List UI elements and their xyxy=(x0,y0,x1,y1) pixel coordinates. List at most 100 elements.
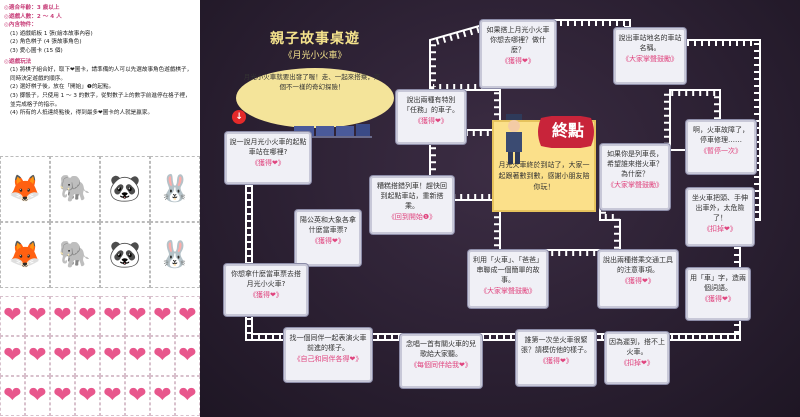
game-piece[interactable]: 🦊 xyxy=(0,156,50,222)
heart-card[interactable]: ❤ xyxy=(50,376,75,416)
heart-card[interactable]: ❤ xyxy=(25,336,50,376)
square-text: 說出兩種搭乘交通工具的注意事項。 xyxy=(603,256,673,274)
heart-card[interactable]: ❤ xyxy=(25,296,50,336)
square-text: 因為遲到，搭不上火車。 xyxy=(609,338,665,356)
game-piece[interactable]: 🦊 xyxy=(0,222,50,288)
board-square[interactable]: 糟糕搭錯列車！趕快回到起點車站，重新搭乘。 《回到開始❶》 xyxy=(370,176,454,234)
square-text: 如果搭上月光小火車你想去哪裡？做什麼？ xyxy=(486,26,550,54)
heart-card[interactable]: ❤ xyxy=(175,336,200,376)
board-square[interactable]: 坐火車把頭、手伸出車外，太危險了！ 《扣掉❤》 xyxy=(686,188,754,246)
board-square[interactable]: 說出兩種有特別「任務」的車子。 《獲得❤》 xyxy=(396,90,466,144)
square-action: 《暫停一次》 xyxy=(700,147,742,155)
heart-icon: ❤ xyxy=(153,383,172,408)
heart-icon: ❤ xyxy=(53,383,72,408)
square-action: 《自己和同伴各得❤》 xyxy=(293,355,363,363)
square-action: 《獲得❤》 xyxy=(621,277,655,285)
heart-card[interactable]: ❤ xyxy=(0,376,25,416)
rules-how-item: (2) 選好棋子後，放在「開始」❶的起點。 xyxy=(10,84,115,91)
square-action: 《扣掉❤》 xyxy=(703,225,737,233)
heart-icon: ❤ xyxy=(128,383,147,408)
game-piece[interactable]: 🐰 xyxy=(150,156,200,222)
rules-players: ◎遊戲人數：2 ～ 4 人 xyxy=(4,13,62,20)
board-square[interactable]: 如果搭上月光小火車你想去哪裡？做什麼？ 《獲得❤》 xyxy=(480,20,556,88)
board-square[interactable]: 因為遲到，搭不上火車。 《扣掉❤》 xyxy=(605,332,669,384)
square-text: 利用「火車」、「爸爸」串聯成一個簡單的故事。 xyxy=(473,256,543,284)
heart-cards: ❤❤❤❤❤❤❤❤❤❤❤❤❤❤❤❤❤❤❤❤❤❤❤❤ xyxy=(0,296,200,417)
heart-icon: ❤ xyxy=(3,383,22,408)
fox-icon: 🦊 xyxy=(8,240,42,270)
heart-card[interactable]: ❤ xyxy=(150,376,175,416)
board-square[interactable]: 啊，火車故障了，停車修理…… 《暫停一次》 xyxy=(686,120,756,174)
square-text: 誰第一次坐火車很緊張？請模仿他的樣子。 xyxy=(521,336,591,354)
board-square[interactable]: 說出兩種搭乘交通工具的注意事項。 《獲得❤》 xyxy=(598,250,678,308)
heart-card[interactable]: ❤ xyxy=(125,336,150,376)
square-text: 說一說月光小火車的起點車站在哪裡? xyxy=(229,138,307,156)
square-text: 念唱一首有關火車的兒歌給大家聽。 xyxy=(406,340,476,358)
heart-card[interactable]: ❤ xyxy=(100,336,125,376)
heart-card[interactable]: ❤ xyxy=(50,296,75,336)
heart-icon: ❤ xyxy=(78,343,97,368)
end-label: 終點 xyxy=(551,121,584,140)
heart-icon: ❤ xyxy=(28,383,47,408)
elephant-icon: 🐘 xyxy=(58,240,92,270)
heart-card[interactable]: ❤ xyxy=(175,296,200,336)
heart-icon: ❤ xyxy=(178,343,197,368)
heart-icon: ❤ xyxy=(78,303,97,328)
train-icon xyxy=(292,124,372,138)
heart-card[interactable]: ❤ xyxy=(75,376,100,416)
heart-card[interactable]: ❤ xyxy=(150,296,175,336)
game-piece[interactable]: 🐘 xyxy=(50,156,100,222)
square-action: 《獲得❤》 xyxy=(311,237,345,245)
square-action: 《大家掌聲鼓勵》 xyxy=(607,181,663,189)
rules-panel: ◎適合年齡：3 歲以上 ◎遊戲人數：2 ～ 4 人 ◎內含物件： (1) 遊戲紙… xyxy=(0,0,200,417)
heart-card[interactable]: ❤ xyxy=(175,376,200,416)
square-text: 啊，火車故障了，停車修理…… xyxy=(693,126,749,144)
heart-icon: ❤ xyxy=(153,303,172,328)
square-action: 《回到開始❶》 xyxy=(387,213,437,221)
board-square[interactable]: 找一個同伴一起表演火車前進的樣子。 《自己和同伴各得❤》 xyxy=(284,328,372,382)
heart-icon: ❤ xyxy=(103,343,122,368)
rules-how-item: (3) 擲骰子，只使用 1 ～ 3 的數字，從對數子上的數字前進停在格子裡，並完… xyxy=(10,92,191,108)
heart-card[interactable]: ❤ xyxy=(125,296,150,336)
board-square[interactable]: 利用「火車」、「爸爸」串聯成一個簡單的故事。 《大家掌聲鼓勵》 xyxy=(468,250,548,308)
board-square[interactable]: 說出車站地名的車站名稱。 《大家掌聲鼓勵》 xyxy=(614,28,686,84)
board-square[interactable]: 你想拿什麼當車票去搭月光小火車? 《獲得❤》 xyxy=(224,264,308,316)
square-action: 《每個同伴給我❤》 xyxy=(410,361,472,369)
game-piece[interactable]: 🐰 xyxy=(150,222,200,288)
heart-icon: ❤ xyxy=(128,303,147,328)
heart-card[interactable]: ❤ xyxy=(0,296,25,336)
heart-card[interactable]: ❤ xyxy=(150,336,175,376)
end-text: 月光火車終於到站了，大家一起跟著數到數，感謝小朋友陪你玩！ xyxy=(498,161,590,191)
heart-card[interactable]: ❤ xyxy=(75,336,100,376)
board-intro: 月光小火車就要出發了喔！走、一起來搭乘，來個不一樣的奇幻探險！ xyxy=(243,73,381,91)
heart-icon: ❤ xyxy=(3,343,22,368)
game-board: 親子故事桌遊 《月光小火車》 月光小火車就要出發了喔！走、一起來搭乘，來個不一樣… xyxy=(200,0,800,417)
square-action: 《獲得❤》 xyxy=(249,291,283,299)
moon-icon xyxy=(236,68,394,128)
heart-card[interactable]: ❤ xyxy=(125,376,150,416)
board-square[interactable]: 說一說月光小火車的起點車站在哪裡? 《獲得❤》 xyxy=(225,132,311,184)
board-square[interactable]: 如果你是列車長，希望誰來搭火車？為什麼？ 《大家掌聲鼓勵》 xyxy=(600,144,670,210)
game-piece[interactable]: 🐼 xyxy=(100,156,150,222)
square-text: 糟糕搭錯列車！趕快回到起點車站，重新搭乘。 xyxy=(377,182,447,210)
square-action: 《獲得❤》 xyxy=(251,159,285,167)
square-action: 《扣掉❤》 xyxy=(620,359,654,367)
heart-card[interactable]: ❤ xyxy=(25,376,50,416)
heart-card[interactable]: ❤ xyxy=(100,376,125,416)
heart-card[interactable]: ❤ xyxy=(0,336,25,376)
heart-card[interactable]: ❤ xyxy=(100,296,125,336)
square-action: 《大家掌聲鼓勵》 xyxy=(480,287,536,295)
heart-card[interactable]: ❤ xyxy=(50,336,75,376)
square-action: 《獲得❤》 xyxy=(701,295,735,303)
game-piece[interactable]: 🐘 xyxy=(50,222,100,288)
heart-icon: ❤ xyxy=(3,303,22,328)
board-square[interactable]: 誰第一次坐火車很緊張？請模仿他的樣子。 《獲得❤》 xyxy=(516,330,596,386)
board-square[interactable]: 念唱一首有關火車的兒歌給大家聽。 《每個同伴給我❤》 xyxy=(400,334,482,388)
board-square[interactable]: 陽公英和大象各拿什麼當車票? 《獲得❤》 xyxy=(295,210,361,266)
heart-card[interactable]: ❤ xyxy=(75,296,100,336)
heart-icon: ❤ xyxy=(28,343,47,368)
board-square[interactable]: 用「車」字，造兩個詞語。 《獲得❤》 xyxy=(686,268,750,320)
game-piece[interactable]: 🐼 xyxy=(100,222,150,288)
rules-age: ◎適合年齡：3 歲以上 xyxy=(4,5,60,11)
panda-icon: 🐼 xyxy=(108,174,142,204)
